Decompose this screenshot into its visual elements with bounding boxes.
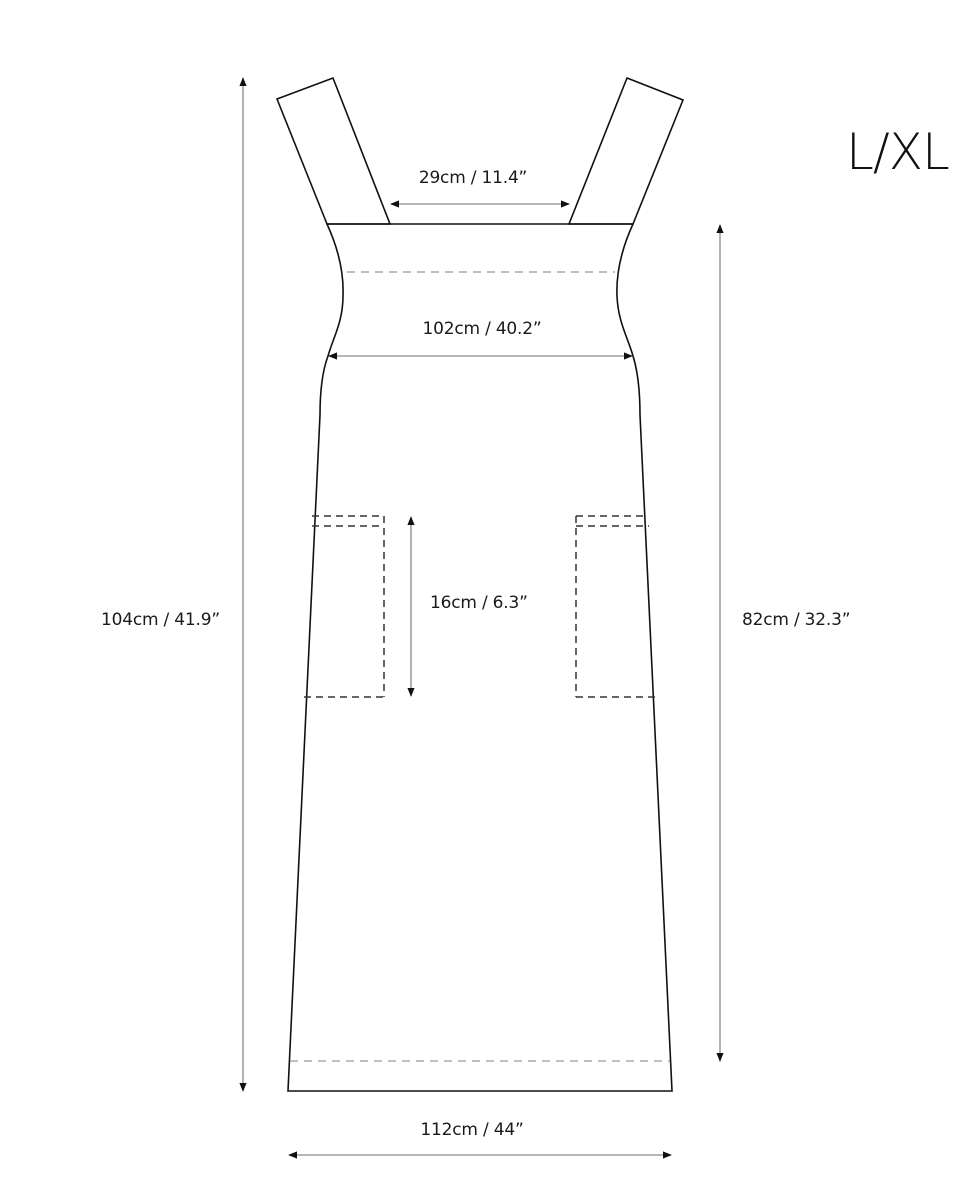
body-length-label: 82cm / 32.3” [742,610,851,630]
hem-width-label: 112cm / 44” [420,1120,524,1140]
chest-width-label: 102cm / 40.2” [422,319,542,339]
strap-gap-label: 29cm / 11.4” [418,168,528,188]
dress-body-outline [287,223,673,1092]
size-label: L/XL [846,123,950,181]
right-strap [567,76,685,225]
pocket-depth-label: 16cm / 6.3” [430,593,528,613]
total-length-label: 104cm / 41.9” [101,610,220,630]
right-pocket [575,515,657,698]
left-pocket [304,515,385,698]
left-strap [275,76,392,225]
